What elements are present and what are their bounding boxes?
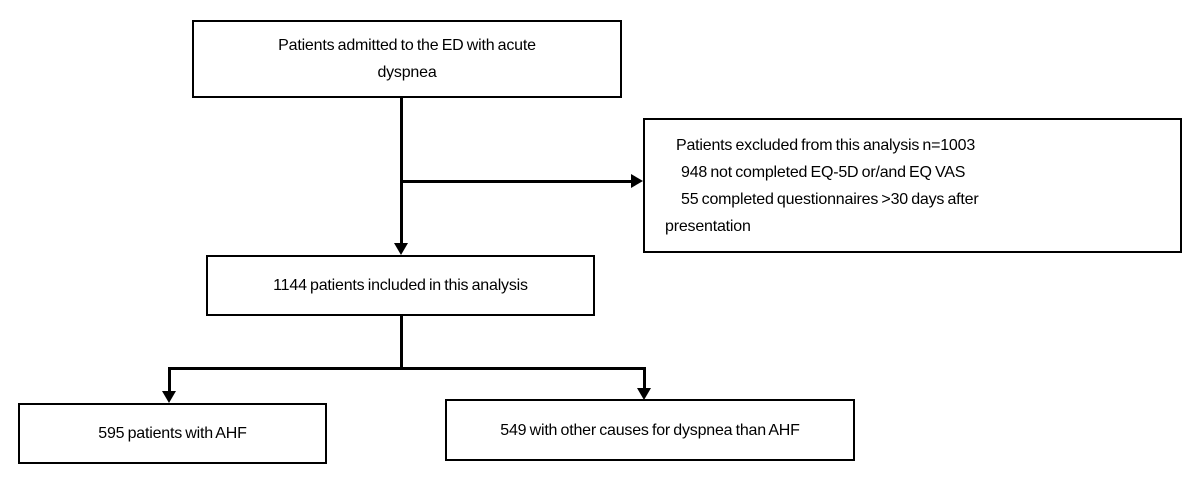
arrowhead-right-icon — [631, 174, 643, 188]
flow-box-included-text: 1144 patients included in this analysis — [273, 277, 528, 294]
flow-box-excluded-line-2: 948 not completed EQ-5D or/and EQ VAS — [681, 164, 966, 181]
connector-branch-horizontal — [168, 367, 646, 370]
connector-admitted-to-included — [400, 98, 403, 245]
arrowhead-down-icon — [394, 243, 408, 255]
flow-box-other-causes-text: 549 with other causes for dyspnea than A… — [500, 421, 800, 439]
flow-box-excluded-line-3: 55 completed questionnaires >30 days aft… — [681, 191, 979, 208]
connector-branch-to-other — [643, 367, 646, 389]
connector-included-to-branch — [400, 316, 403, 369]
flow-box-excluded-line-4: presentation — [665, 218, 751, 235]
flow-box-excluded: Patients excluded from this analysis n=1… — [643, 118, 1182, 253]
flow-box-admitted: Patients admitted to the ED with acute d… — [192, 20, 622, 98]
flow-box-ahf-text: 595 patients with AHF — [98, 425, 247, 442]
flow-box-excluded-line-1: Patients excluded from this analysis n=1… — [676, 137, 976, 154]
flow-box-admitted-text: Patients admitted to the ED with acute d… — [278, 37, 536, 81]
flow-box-other-causes: 549 with other causes for dyspnea than A… — [445, 399, 855, 461]
arrowhead-down-icon — [162, 391, 176, 403]
flow-box-included: 1144 patients included in this analysis — [206, 255, 595, 316]
arrowhead-down-icon — [637, 388, 651, 400]
connector-branch-to-ahf — [168, 367, 171, 392]
flow-box-ahf: 595 patients with AHF — [18, 403, 327, 464]
connector-to-excluded — [400, 180, 632, 183]
